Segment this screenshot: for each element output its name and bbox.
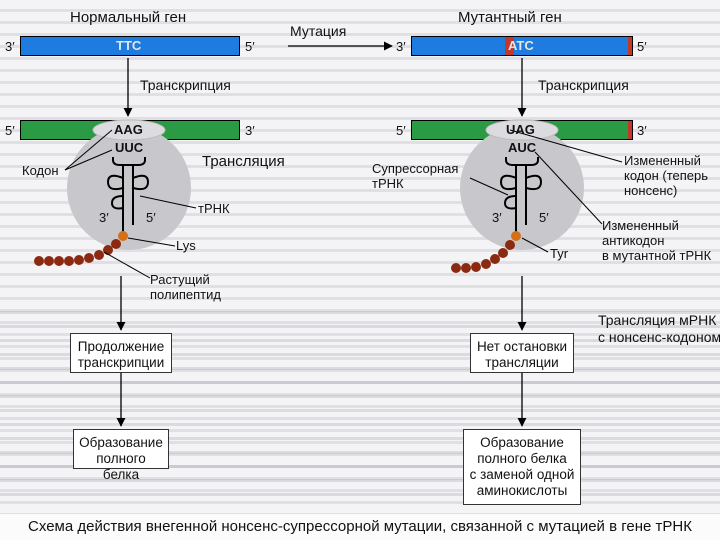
suppressor-pointer [469, 177, 509, 196]
right-mrna-3prime: 3′ [637, 123, 647, 138]
left-box1-line1: Продолжение [77, 339, 165, 354]
right-dna-3prime: 3′ [396, 39, 406, 54]
side-label-line2: с нонсенс-кодоном [598, 330, 720, 345]
right-trna-5prime: 5′ [539, 210, 549, 225]
left-trna-shape [106, 157, 150, 232]
left-ribosome [67, 126, 191, 250]
polypeptide-label-line1: Растущий [150, 272, 210, 287]
lys-label: Lys [176, 238, 196, 253]
right-dna-5prime: 5′ [637, 39, 647, 54]
codon-pointer [64, 129, 113, 171]
right-box1-line2: трансляции [485, 355, 559, 370]
right-dna-bar [411, 36, 633, 56]
left-box2-line1: Образование [79, 435, 163, 450]
trna-pointer [139, 195, 197, 209]
polypeptide-pointer [103, 251, 151, 279]
left-mrna-3prime: 3′ [245, 123, 255, 138]
right-box2-line1: Образование [480, 435, 564, 450]
suppressor-label-line1: Супрессорная [372, 161, 459, 176]
right-ribosome-small-subunit [485, 119, 559, 141]
lys-pointer [127, 237, 176, 247]
figure-caption: Схема действия внегенной нонсенс-супресс… [0, 514, 720, 540]
side-label-line1: Трансляция мРНК [598, 313, 717, 328]
right-mrna-end-mark [628, 121, 632, 139]
mutant-gene-title: Мутантный ген [458, 9, 562, 26]
right-mrna-codon: UAG [506, 122, 535, 137]
changed-anticodon-pointer [534, 151, 603, 225]
right-transcription-label: Транскрипция [538, 77, 629, 93]
codon-pointer-2 [64, 149, 113, 171]
suppressor-label-line2: тРНК [372, 176, 404, 191]
right-trna-3prime: 3′ [492, 210, 502, 225]
right-box1-line1: Нет остановки [476, 339, 568, 354]
left-mrna-codon: AAG [114, 122, 143, 137]
changed-codon-line3: нонсенс) [624, 183, 678, 198]
codon-label: Кодон [22, 163, 59, 178]
right-polypeptide [451, 231, 521, 273]
right-mrna-5prime: 5′ [396, 123, 406, 138]
trna-label: тРНК [198, 201, 230, 216]
right-box2-line3: с заменой одной [469, 467, 575, 482]
left-dna-3prime: 3′ [5, 39, 15, 54]
left-anticodon: UUC [115, 140, 144, 155]
left-box2-line2: полного белка [96, 451, 146, 482]
right-full-protein-box: Образование полного белка с заменой одно… [463, 429, 581, 505]
right-box2-line2: полного белка [477, 451, 567, 466]
right-dna-end-mark [628, 37, 632, 55]
left-transcription-label: Транскрипция [140, 77, 231, 93]
polypeptide-label-line2: полипептид [150, 287, 221, 302]
left-dna-bar [20, 36, 240, 56]
translation-label: Трансляция [202, 153, 285, 170]
left-mrna-5prime: 5′ [5, 123, 15, 138]
left-dna-5prime: 5′ [245, 39, 255, 54]
right-no-stop-box: Нет остановки трансляции [470, 333, 574, 373]
left-trna-5prime: 5′ [146, 210, 156, 225]
changed-codon-line2: кодон (теперь [624, 168, 709, 183]
mutation-label: Мутация [290, 23, 347, 39]
left-trna-3prime: 3′ [99, 210, 109, 225]
right-ribosome [460, 126, 584, 250]
left-dna-codon: TTC [116, 38, 142, 53]
tyr-label: Tyr [550, 246, 569, 261]
changed-anticodon-line1: Измененный [602, 218, 679, 233]
changed-anticodon-line2: антикодон [602, 233, 665, 248]
left-box1-line2: транскрипции [77, 355, 165, 370]
left-polypeptide [34, 231, 128, 266]
left-continued-transcription-box: Продолжение транскрипции [70, 333, 172, 373]
right-dna-codon: ATC [508, 38, 534, 53]
changed-codon-line1: Измененный [624, 153, 701, 168]
right-box2-line4: аминокислоты [476, 483, 568, 498]
right-trna-shape [499, 157, 543, 232]
tyr-pointer [521, 237, 549, 253]
right-dna-mutation-mark [505, 37, 514, 55]
left-full-protein-box: Образование полного белка [73, 429, 169, 482]
changed-codon-pointer [509, 129, 623, 163]
left-ribosome-small-subunit [92, 119, 166, 141]
changed-anticodon-line3: в мутантной тРНК [602, 248, 712, 263]
normal-gene-title: Нормальный ген [70, 9, 187, 26]
right-anticodon: AUC [508, 140, 537, 155]
